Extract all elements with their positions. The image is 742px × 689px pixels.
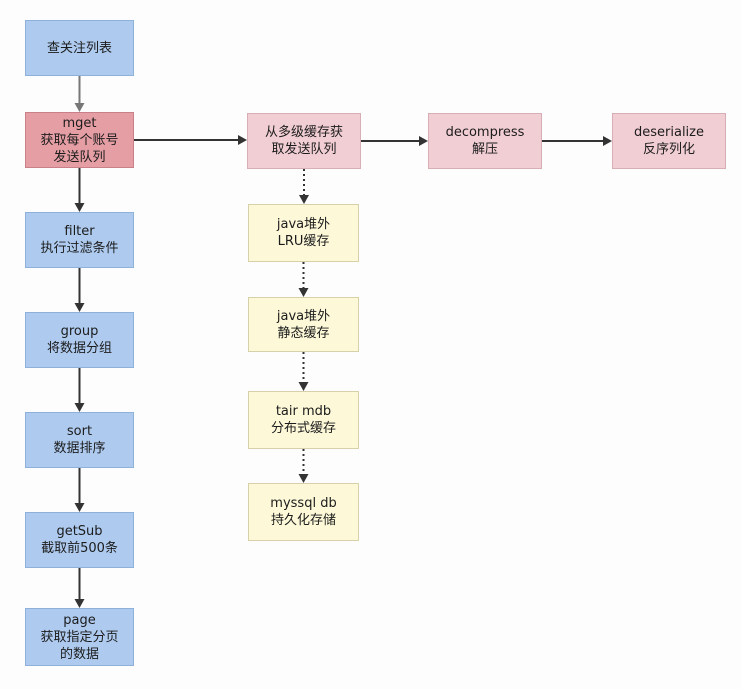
node-page-line-1: page bbox=[63, 612, 96, 628]
node-group-line-2: 将数据分组 bbox=[46, 341, 112, 356]
node-static-line-2: 静态缓存 bbox=[277, 325, 330, 341]
node-decompress-line-1: decompress bbox=[445, 125, 525, 140]
node-lru-line-2: LRU缓存 bbox=[277, 234, 330, 249]
node-sort: sort 数据排序 bbox=[25, 412, 134, 468]
node-filter: filter 执行过滤条件 bbox=[25, 212, 134, 268]
node-lru-line-1: java堆外 bbox=[276, 217, 331, 232]
node-tair-line-2: 分布式缓存 bbox=[270, 421, 336, 436]
node-tair-mdb: tair mdb 分布式缓存 bbox=[248, 391, 359, 449]
node-multilevel-cache: 从多级缓存获 取发送队列 bbox=[247, 113, 361, 169]
node-mget-line-2: 获取每个账号 bbox=[40, 132, 119, 148]
arrowhead-decomp-to-deser bbox=[603, 136, 612, 146]
node-follow-list: 查关注列表 bbox=[25, 20, 134, 76]
node-getsub-line-1: getSub bbox=[56, 524, 103, 539]
node-group-line-1: group bbox=[60, 324, 99, 339]
arrowhead-sort-to-getsub bbox=[74, 503, 85, 512]
arrowhead-static-to-tair bbox=[298, 382, 309, 391]
node-decompress: decompress 解压 bbox=[428, 113, 542, 169]
arrowhead-mget-to-filter bbox=[74, 203, 85, 212]
node-sort-line-1: sort bbox=[66, 424, 93, 439]
node-filter-line-2: 执行过滤条件 bbox=[40, 241, 119, 256]
node-deserialize-line-2: 反序列化 bbox=[642, 142, 695, 157]
node-mget-line-1: mget bbox=[62, 115, 97, 131]
node-getsub: getSub 截取前500条 bbox=[25, 512, 134, 568]
node-multilevel-cache-line-1: 从多级缓存获 bbox=[264, 125, 343, 140]
node-page: page 获取指定分页 的数据 bbox=[25, 608, 134, 666]
node-mget-line-3: 发送队列 bbox=[53, 149, 106, 165]
arrowhead-filter-to-group bbox=[74, 303, 85, 312]
node-static-line-1: java堆外 bbox=[276, 308, 331, 324]
node-java-offheap-static-cache: java堆外 静态缓存 bbox=[248, 297, 359, 352]
node-mysql-line-1: myssql db bbox=[270, 496, 337, 511]
node-mget: mget 获取每个账号 发送队列 bbox=[25, 112, 134, 168]
node-getsub-line-2: 截取前500条 bbox=[41, 541, 118, 556]
node-sort-line-2: 数据排序 bbox=[53, 441, 106, 456]
arrowhead-tair-to-mysql bbox=[298, 474, 309, 483]
arrowhead-multi-to-decomp bbox=[419, 136, 428, 146]
arrowhead-group-to-sort bbox=[74, 403, 85, 412]
node-mysql-line-2: 持久化存储 bbox=[270, 513, 336, 528]
arrowhead-lru-to-static bbox=[298, 288, 309, 297]
node-follow-list-line-1: 查关注列表 bbox=[46, 40, 112, 56]
node-page-line-3: 的数据 bbox=[59, 646, 99, 662]
arrowhead-getsub-to-page bbox=[74, 599, 85, 608]
arrowhead-multi-to-lru bbox=[299, 195, 309, 204]
node-deserialize: deserialize 反序列化 bbox=[612, 113, 726, 169]
node-mysql-db: myssql db 持久化存储 bbox=[248, 483, 359, 541]
node-multilevel-cache-line-2: 取发送队列 bbox=[271, 142, 337, 157]
node-page-line-2: 获取指定分页 bbox=[40, 629, 119, 645]
node-java-offheap-lru-cache: java堆外 LRU缓存 bbox=[248, 204, 359, 262]
node-group: group 将数据分组 bbox=[25, 312, 134, 368]
arrowhead-follow-to-mget bbox=[74, 103, 85, 112]
arrowhead-mget-to-multi bbox=[238, 135, 247, 145]
node-tair-line-1: tair mdb bbox=[275, 404, 332, 419]
node-filter-line-1: filter bbox=[64, 224, 95, 239]
node-decompress-line-2: 解压 bbox=[471, 142, 498, 157]
node-deserialize-line-1: deserialize bbox=[634, 125, 704, 140]
